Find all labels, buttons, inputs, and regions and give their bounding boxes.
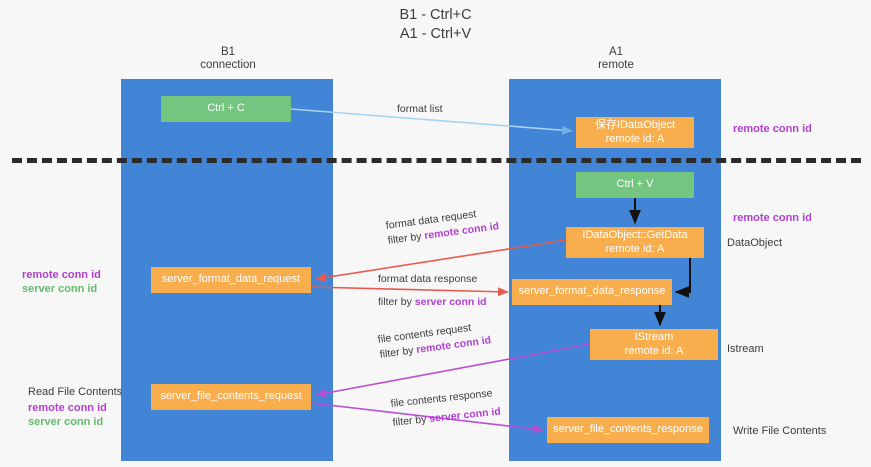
- filter-key-server-conn-id: server conn id: [414, 296, 487, 308]
- node-server-file-contents-response-label: server_file_contents_response: [553, 423, 703, 436]
- node-server-format-data-request[interactable]: server_format_data_request: [151, 267, 311, 293]
- page-title: B1 - Ctrl+C A1 - Ctrl+V: [0, 6, 871, 44]
- edge-label-file-contents-response: file contents response filter by server …: [390, 386, 502, 431]
- node-server-file-contents-response[interactable]: server_file_contents_response: [547, 417, 709, 443]
- filter-prefix: filter by: [392, 413, 430, 429]
- lane-header-b1: B1 connection: [148, 46, 308, 72]
- edge-label-format-list: format list: [397, 102, 443, 117]
- node-getdata-label: IDataObject::GetData: [582, 229, 688, 241]
- node-getdata-sub: remote id: A: [605, 242, 665, 255]
- lane-header-b1-sub: connection: [200, 59, 256, 71]
- node-istream[interactable]: IStream remote id: A: [590, 329, 718, 360]
- edge-label-file-contents-request: file contents request filter by remote c…: [377, 318, 492, 362]
- annotation-istream: Istream: [727, 343, 764, 355]
- section-divider: [12, 158, 861, 163]
- node-ctrl-c-label: Ctrl + C: [207, 102, 245, 115]
- annotation-write-file-contents: Write File Contents: [733, 425, 827, 437]
- annotation-read-file-contents: Read File Contents: [28, 386, 123, 398]
- node-ctrl-v-label: Ctrl + V: [616, 178, 654, 191]
- filter-prefix: filter by: [378, 296, 415, 308]
- filter-key-server-conn-id: server conn id: [428, 405, 502, 425]
- filter-prefix: filter by: [387, 230, 426, 247]
- lane-header-a1-sub: remote: [598, 59, 634, 71]
- title-line-2: A1 - Ctrl+V: [399, 26, 472, 42]
- node-store-idataobject[interactable]: 保存IDataObject remote id: A: [576, 117, 694, 148]
- annotation-remote-conn-id-mid: remote conn id: [733, 212, 812, 224]
- node-istream-sub: remote id: A: [624, 344, 684, 357]
- edge-label-format-list-text: format list: [397, 103, 443, 115]
- annotation-left-conn-ids-bottom: remote conn id server conn id: [28, 401, 107, 429]
- filter-prefix: filter by: [379, 344, 418, 361]
- node-server-format-data-response[interactable]: server_format_data_response: [512, 279, 672, 305]
- annotation-remote-conn-id-top: remote conn id: [733, 123, 812, 135]
- node-ctrl-v[interactable]: Ctrl + V: [576, 172, 694, 198]
- node-ctrl-c[interactable]: Ctrl + C: [161, 96, 291, 122]
- edge-label-format-data-response-filter: filter by server conn id: [378, 295, 487, 310]
- annotation-left-remote-conn-id-2: remote conn id: [28, 402, 107, 414]
- node-store-idataobject-label: 保存IDataObject: [594, 119, 676, 131]
- node-server-format-data-response-label: server_format_data_response: [518, 285, 666, 298]
- annotation-left-remote-conn-id: remote conn id: [22, 269, 101, 281]
- node-server-format-data-request-label: server_format_data_request: [161, 273, 301, 286]
- node-getdata[interactable]: IDataObject::GetData remote id: A: [566, 227, 704, 258]
- node-store-idataobject-sub: remote id: A: [605, 132, 665, 145]
- node-server-file-contents-request[interactable]: server_file_contents_request: [151, 384, 311, 410]
- lane-header-a1-name: A1: [608, 46, 624, 58]
- annotation-dataobject: DataObject: [727, 237, 783, 249]
- annotation-left-server-conn-id-2: server conn id: [28, 416, 104, 428]
- edge-label-format-data-request: format data request filter by remote con…: [385, 204, 500, 248]
- node-istream-label: IStream: [634, 331, 674, 343]
- lane-header-a1: A1 remote: [536, 46, 696, 72]
- annotation-left-conn-ids-top: remote conn id server conn id: [22, 268, 101, 296]
- edge-label-format-data-response-text: format data response: [378, 273, 478, 285]
- annotation-left-server-conn-id: server conn id: [22, 283, 98, 295]
- node-server-file-contents-request-label: server_file_contents_request: [160, 390, 302, 403]
- title-line-1: B1 - Ctrl+C: [399, 7, 472, 23]
- edge-label-format-data-response: format data response filter by server co…: [378, 272, 487, 310]
- lane-header-b1-name: B1: [220, 46, 236, 58]
